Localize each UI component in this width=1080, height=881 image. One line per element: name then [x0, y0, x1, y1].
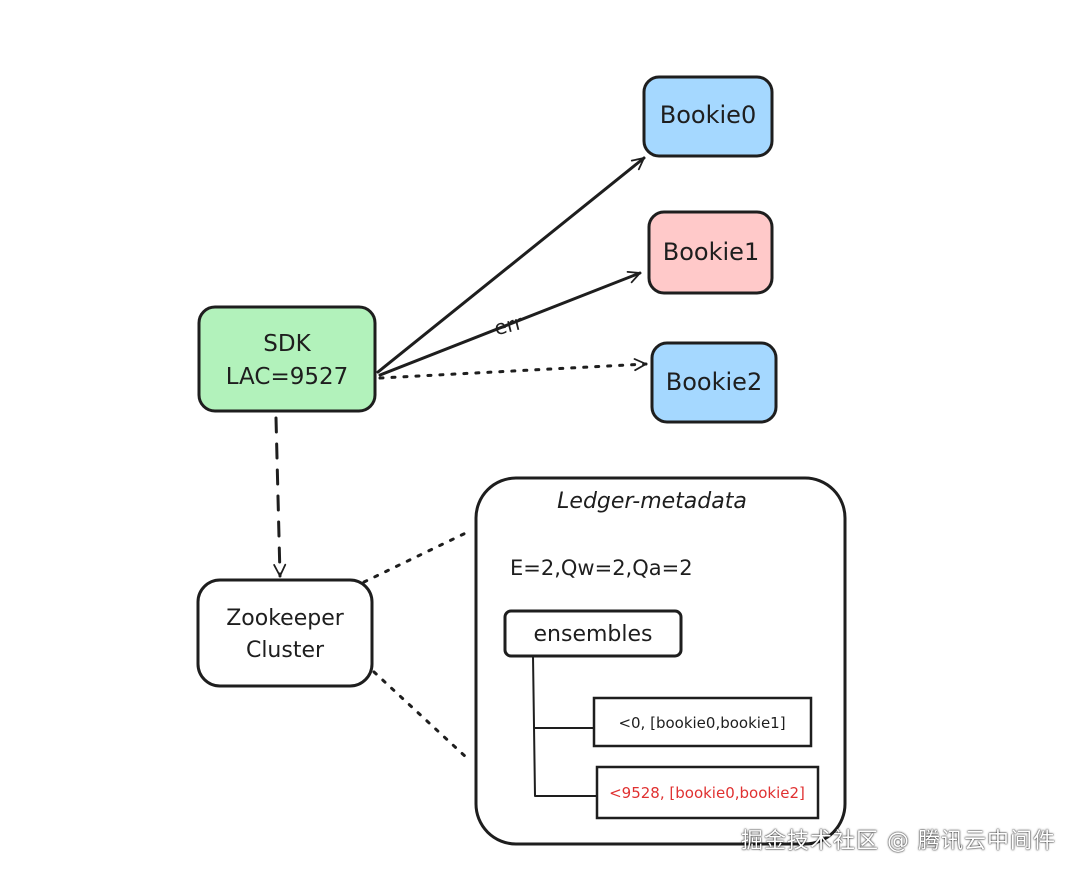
- ledger-metadata-title: Ledger-metadata: [557, 489, 747, 514]
- sdk-node: SDK LAC=9527: [197, 305, 377, 413]
- ledger-metadata-box: [474, 476, 847, 846]
- sdk-to-bookie2-dotted-arrow: [378, 358, 648, 380]
- err-edge-label: err: [492, 310, 526, 340]
- bookie1-label: Bookie1: [663, 238, 759, 266]
- bookie2-node: Bookie2: [650, 341, 778, 424]
- bookie1-node: Bookie1: [647, 210, 774, 295]
- ensembles-label: ensembles: [534, 622, 653, 647]
- ensemble-entry-0-text: <0, [bookie0,bookie1]: [618, 714, 785, 732]
- zookeeper-node: Zookeeper Cluster: [196, 578, 374, 688]
- ledger-metadata-panel: Ledger-metadata E=2,Qw=2,Qa=2 ensembles …: [474, 476, 847, 846]
- ensembles-box: [503, 609, 683, 658]
- watermark-text: 掘金技术社区 @ 腾讯云中间件: [741, 829, 1056, 854]
- zookeeper-label-line1: Zookeeper: [226, 606, 345, 631]
- bookie2-box: [650, 341, 778, 424]
- sdk-label-line1: SDK: [263, 331, 311, 357]
- bookie1-box: [647, 210, 774, 295]
- zookeeper-metadata-connector-top: [362, 528, 474, 584]
- zookeeper-metadata-connector-bottom: [372, 670, 469, 760]
- zookeeper-label-line2: Cluster: [246, 638, 325, 663]
- bookie0-label: Bookie0: [660, 101, 756, 129]
- sdk-to-bookie1-arrow: [378, 271, 642, 377]
- zookeeper-box: [196, 578, 374, 688]
- sdk-box: [197, 305, 377, 413]
- ensemble-entry-0-box: [592, 696, 813, 748]
- sdk-to-bookie0-arrow: [376, 156, 646, 374]
- ensemble-entry-1-box: [595, 765, 820, 820]
- bookie2-label: Bookie2: [666, 368, 762, 396]
- bookie0-node: Bookie0: [642, 75, 774, 158]
- sdk-to-zookeeper-dashed-arrow: [273, 416, 287, 578]
- sdk-label-line2: LAC=9527: [226, 364, 349, 390]
- bookie0-box: [642, 75, 774, 158]
- ensembles-tree-connector: [532, 655, 598, 797]
- ledger-config-text: E=2,Qw=2,Qa=2: [510, 556, 693, 580]
- ensemble-entry-1-text: <9528, [bookie0,bookie2]: [609, 784, 805, 802]
